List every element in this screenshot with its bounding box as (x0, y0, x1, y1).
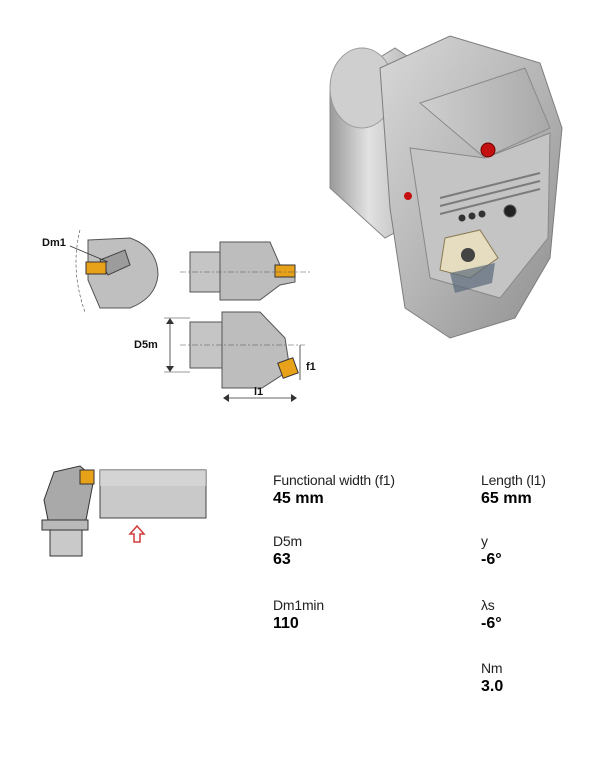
spec-gamma: y -6° (481, 533, 502, 569)
spec-lambda-s: λs -6° (481, 597, 502, 633)
spec-functional-width: Functional width (f1) 45 mm (273, 472, 395, 508)
spec-label: D5m (273, 533, 302, 549)
technical-drawing: Dm1 D5m f1 l1 (42, 229, 316, 402)
spec-value: 63 (273, 551, 291, 568)
spec-value: -6° (481, 551, 502, 568)
front-view: Dm1 (42, 229, 159, 313)
application-icon (41, 465, 207, 557)
spec-nm: Nm 3.0 (481, 660, 503, 696)
spec-value: 110 (273, 615, 299, 632)
d5m-label: D5m (134, 339, 158, 351)
spec-value: 3.0 (481, 678, 504, 695)
l1-label: l1 (254, 386, 263, 398)
spec-d5m: D5m 63 (273, 533, 302, 569)
f1-label: f1 (306, 361, 316, 373)
spec-value: 45 mm (273, 490, 324, 507)
spec-label: Nm (481, 660, 503, 676)
spec-label: Dm1min (273, 597, 324, 613)
spec-value: -6° (481, 615, 502, 632)
top-view (180, 241, 310, 301)
spec-length: Length (l1) 65 mm (481, 472, 546, 508)
spec-label: λs (481, 597, 495, 613)
spec-value: 65 mm (481, 490, 532, 507)
spec-label: y (481, 533, 488, 549)
arrow-up-icon (128, 524, 146, 543)
dm1-label: Dm1 (42, 237, 66, 249)
product-photo (329, 35, 563, 339)
spec-label: Length (l1) (481, 472, 546, 488)
spec-label: Functional width (f1) (273, 472, 395, 488)
side-view: D5m f1 l1 (134, 311, 316, 402)
spec-dm1min: Dm1min 110 (273, 597, 324, 633)
